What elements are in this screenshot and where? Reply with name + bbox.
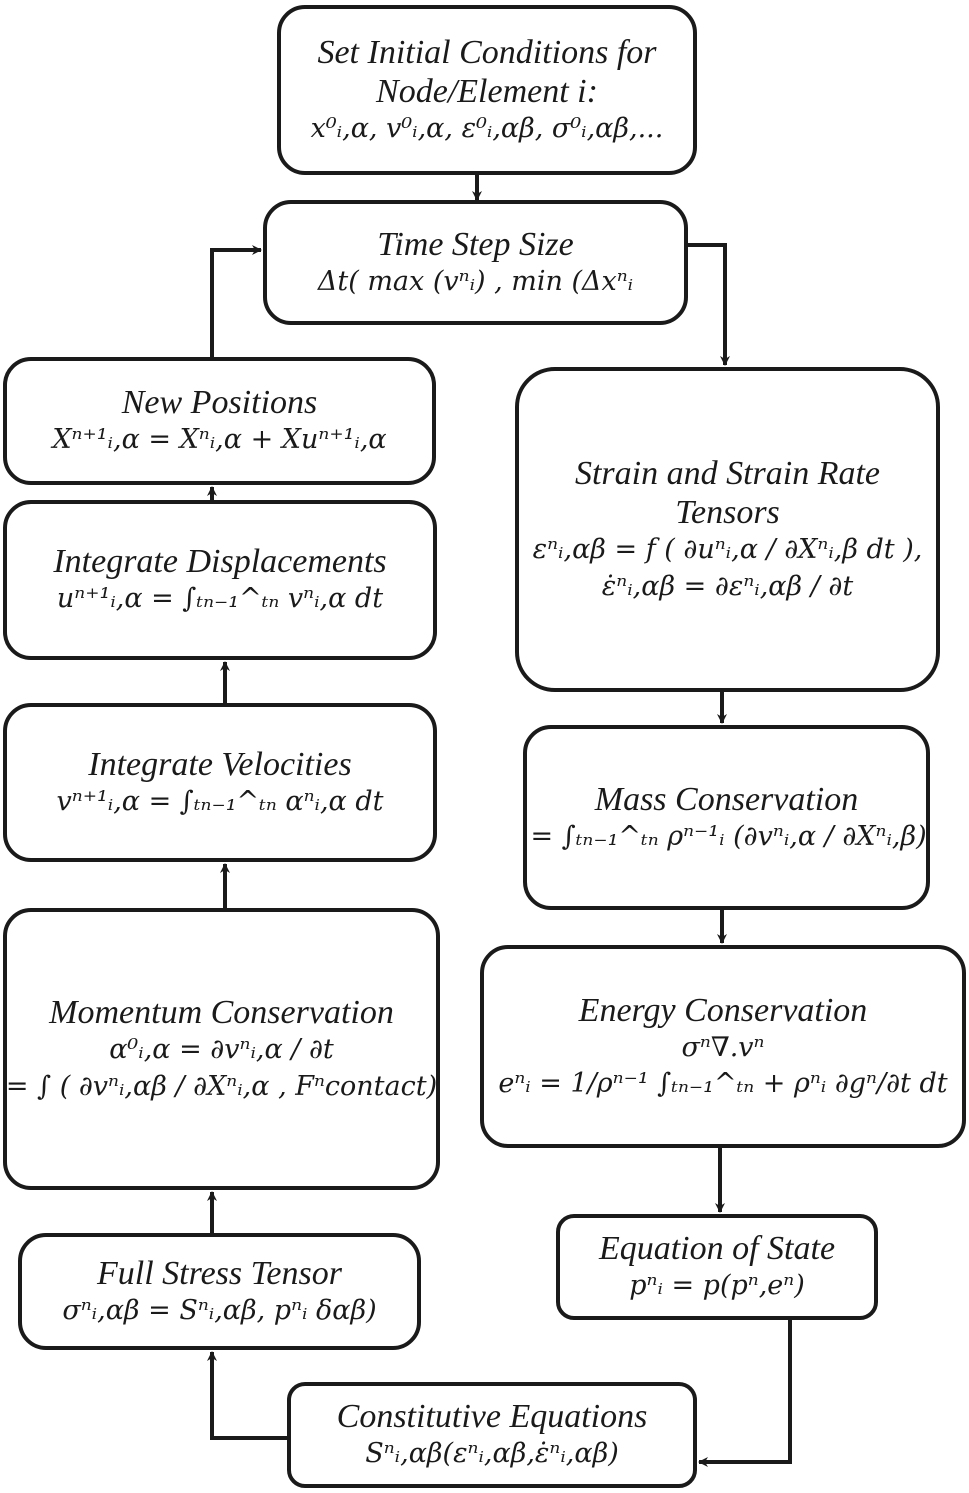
box-title: Integrate Velocities [88, 745, 352, 783]
box-title: Set Initial Conditions for Node/Element … [317, 33, 657, 110]
momentum-conservation-box: Momentum Conservation α⁰ᵢ,α = ∂vⁿᵢ,α / ∂… [3, 908, 440, 1190]
box-equation: εⁿᵢ,αβ = f ( ∂uⁿᵢ,α / ∂Xⁿᵢ,β dt ), [532, 534, 923, 566]
box-equation: eⁿᵢ = 1/ρⁿ⁻¹ ∫ₜₙ₋₁^ₜₙ + ρⁿᵢ ∂gⁿ/∂t dt [498, 1068, 948, 1100]
arrow-constitutive-to-fullstress [207, 1351, 287, 1440]
energy-conservation-box: Energy Conservation σⁿ∇.vⁿ eⁿᵢ = 1/ρⁿ⁻¹ … [480, 945, 966, 1148]
arrow-timestep-to-strain [688, 243, 730, 366]
arrow-newpos-to-timestep [210, 245, 262, 357]
strain-tensors-box: Strain and Strain Rate Tensors εⁿᵢ,αβ = … [515, 367, 940, 692]
box-equation: ρⁿᵢ = ∫ₜₙ₋₁^ₜₙ ρⁿ⁻¹ᵢ (∂vⁿᵢ,α / ∂Xⁿᵢ,β) d… [527, 820, 927, 852]
box-equation: pⁿᵢ = p(pⁿ,eⁿ) [629, 1270, 805, 1302]
box-equation: α⁰ᵢ,α = ∂vⁿᵢ,α / ∂t [109, 1034, 334, 1066]
box-equation: Sⁿᵢ,αβ(εⁿᵢ,αβ,ε̇ⁿᵢ,αβ) [365, 1438, 619, 1470]
box-title: Energy Conservation [578, 991, 868, 1029]
constitutive-equations-box: Constitutive Equations Sⁿᵢ,αβ(εⁿᵢ,αβ,ε̇ⁿ… [287, 1382, 697, 1488]
box-title: Equation of State [598, 1230, 836, 1268]
box-title: New Positions [121, 384, 318, 422]
box-title: Full Stress Tensor [97, 1254, 342, 1292]
equation-of-state-box: Equation of State pⁿᵢ = p(pⁿ,eⁿ) [556, 1214, 878, 1320]
box-equation: = ∫ ( ∂vⁿᵢ,αβ / ∂Xⁿᵢ,α , Fⁿcontact) [5, 1070, 438, 1102]
box-title: Mass Conservation [594, 780, 859, 818]
box-equation: σⁿᵢ,αβ = Sⁿᵢ,αβ, pⁿᵢ δαβ) [62, 1294, 377, 1326]
full-stress-tensor-box: Full Stress Tensor σⁿᵢ,αβ = Sⁿᵢ,αβ, pⁿᵢ … [18, 1233, 421, 1350]
box-title: Momentum Conservation [49, 994, 394, 1032]
box-equation: Δt( max (vⁿᵢ) , min (Δxⁿᵢ [317, 265, 634, 297]
initial-conditions-box: Set Initial Conditions for Node/Element … [277, 5, 697, 175]
box-title: Integrate Displacements [53, 543, 387, 581]
integrate-displacements-box: Integrate Displacements uⁿ⁺¹ᵢ,α = ∫ₜₙ₋₁^… [3, 500, 437, 660]
box-title: Constitutive Equations [336, 1398, 648, 1436]
arrow-eos-to-constitutive [698, 1320, 792, 1467]
box-title: Strain and Strain Rate Tensors [574, 454, 881, 532]
new-positions-box: New Positions Xⁿ⁺¹ᵢ,α = Xⁿᵢ,α + Xuⁿ⁺¹ᵢ,α [3, 357, 436, 485]
box-title: Time Step Size [377, 225, 574, 263]
box-equation: uⁿ⁺¹ᵢ,α = ∫ₜₙ₋₁^ₜₙ vⁿᵢ,α dt [56, 583, 384, 615]
box-equation: σⁿ∇.vⁿ [681, 1031, 765, 1063]
box-equation: ε̇ⁿᵢ,αβ = ∂εⁿᵢ,αβ / ∂t [601, 570, 854, 602]
integrate-velocities-box: Integrate Velocities vⁿ⁺¹ᵢ,α = ∫ₜₙ₋₁^ₜₙ … [3, 703, 437, 862]
time-step-box: Time Step Size Δt( max (vⁿᵢ) , min (Δxⁿᵢ [263, 200, 688, 325]
mass-conservation-box: Mass Conservation ρⁿᵢ = ∫ₜₙ₋₁^ₜₙ ρⁿ⁻¹ᵢ (… [523, 725, 930, 910]
box-equation: vⁿ⁺¹ᵢ,α = ∫ₜₙ₋₁^ₜₙ αⁿᵢ,α dt [56, 785, 384, 817]
box-equation: x⁰ᵢ,α, v⁰ᵢ,α, ε⁰ᵢ,αβ, σ⁰ᵢ,αβ,... [310, 112, 664, 144]
box-equation: Xⁿ⁺¹ᵢ,α = Xⁿᵢ,α + Xuⁿ⁺¹ᵢ,α [52, 424, 387, 456]
